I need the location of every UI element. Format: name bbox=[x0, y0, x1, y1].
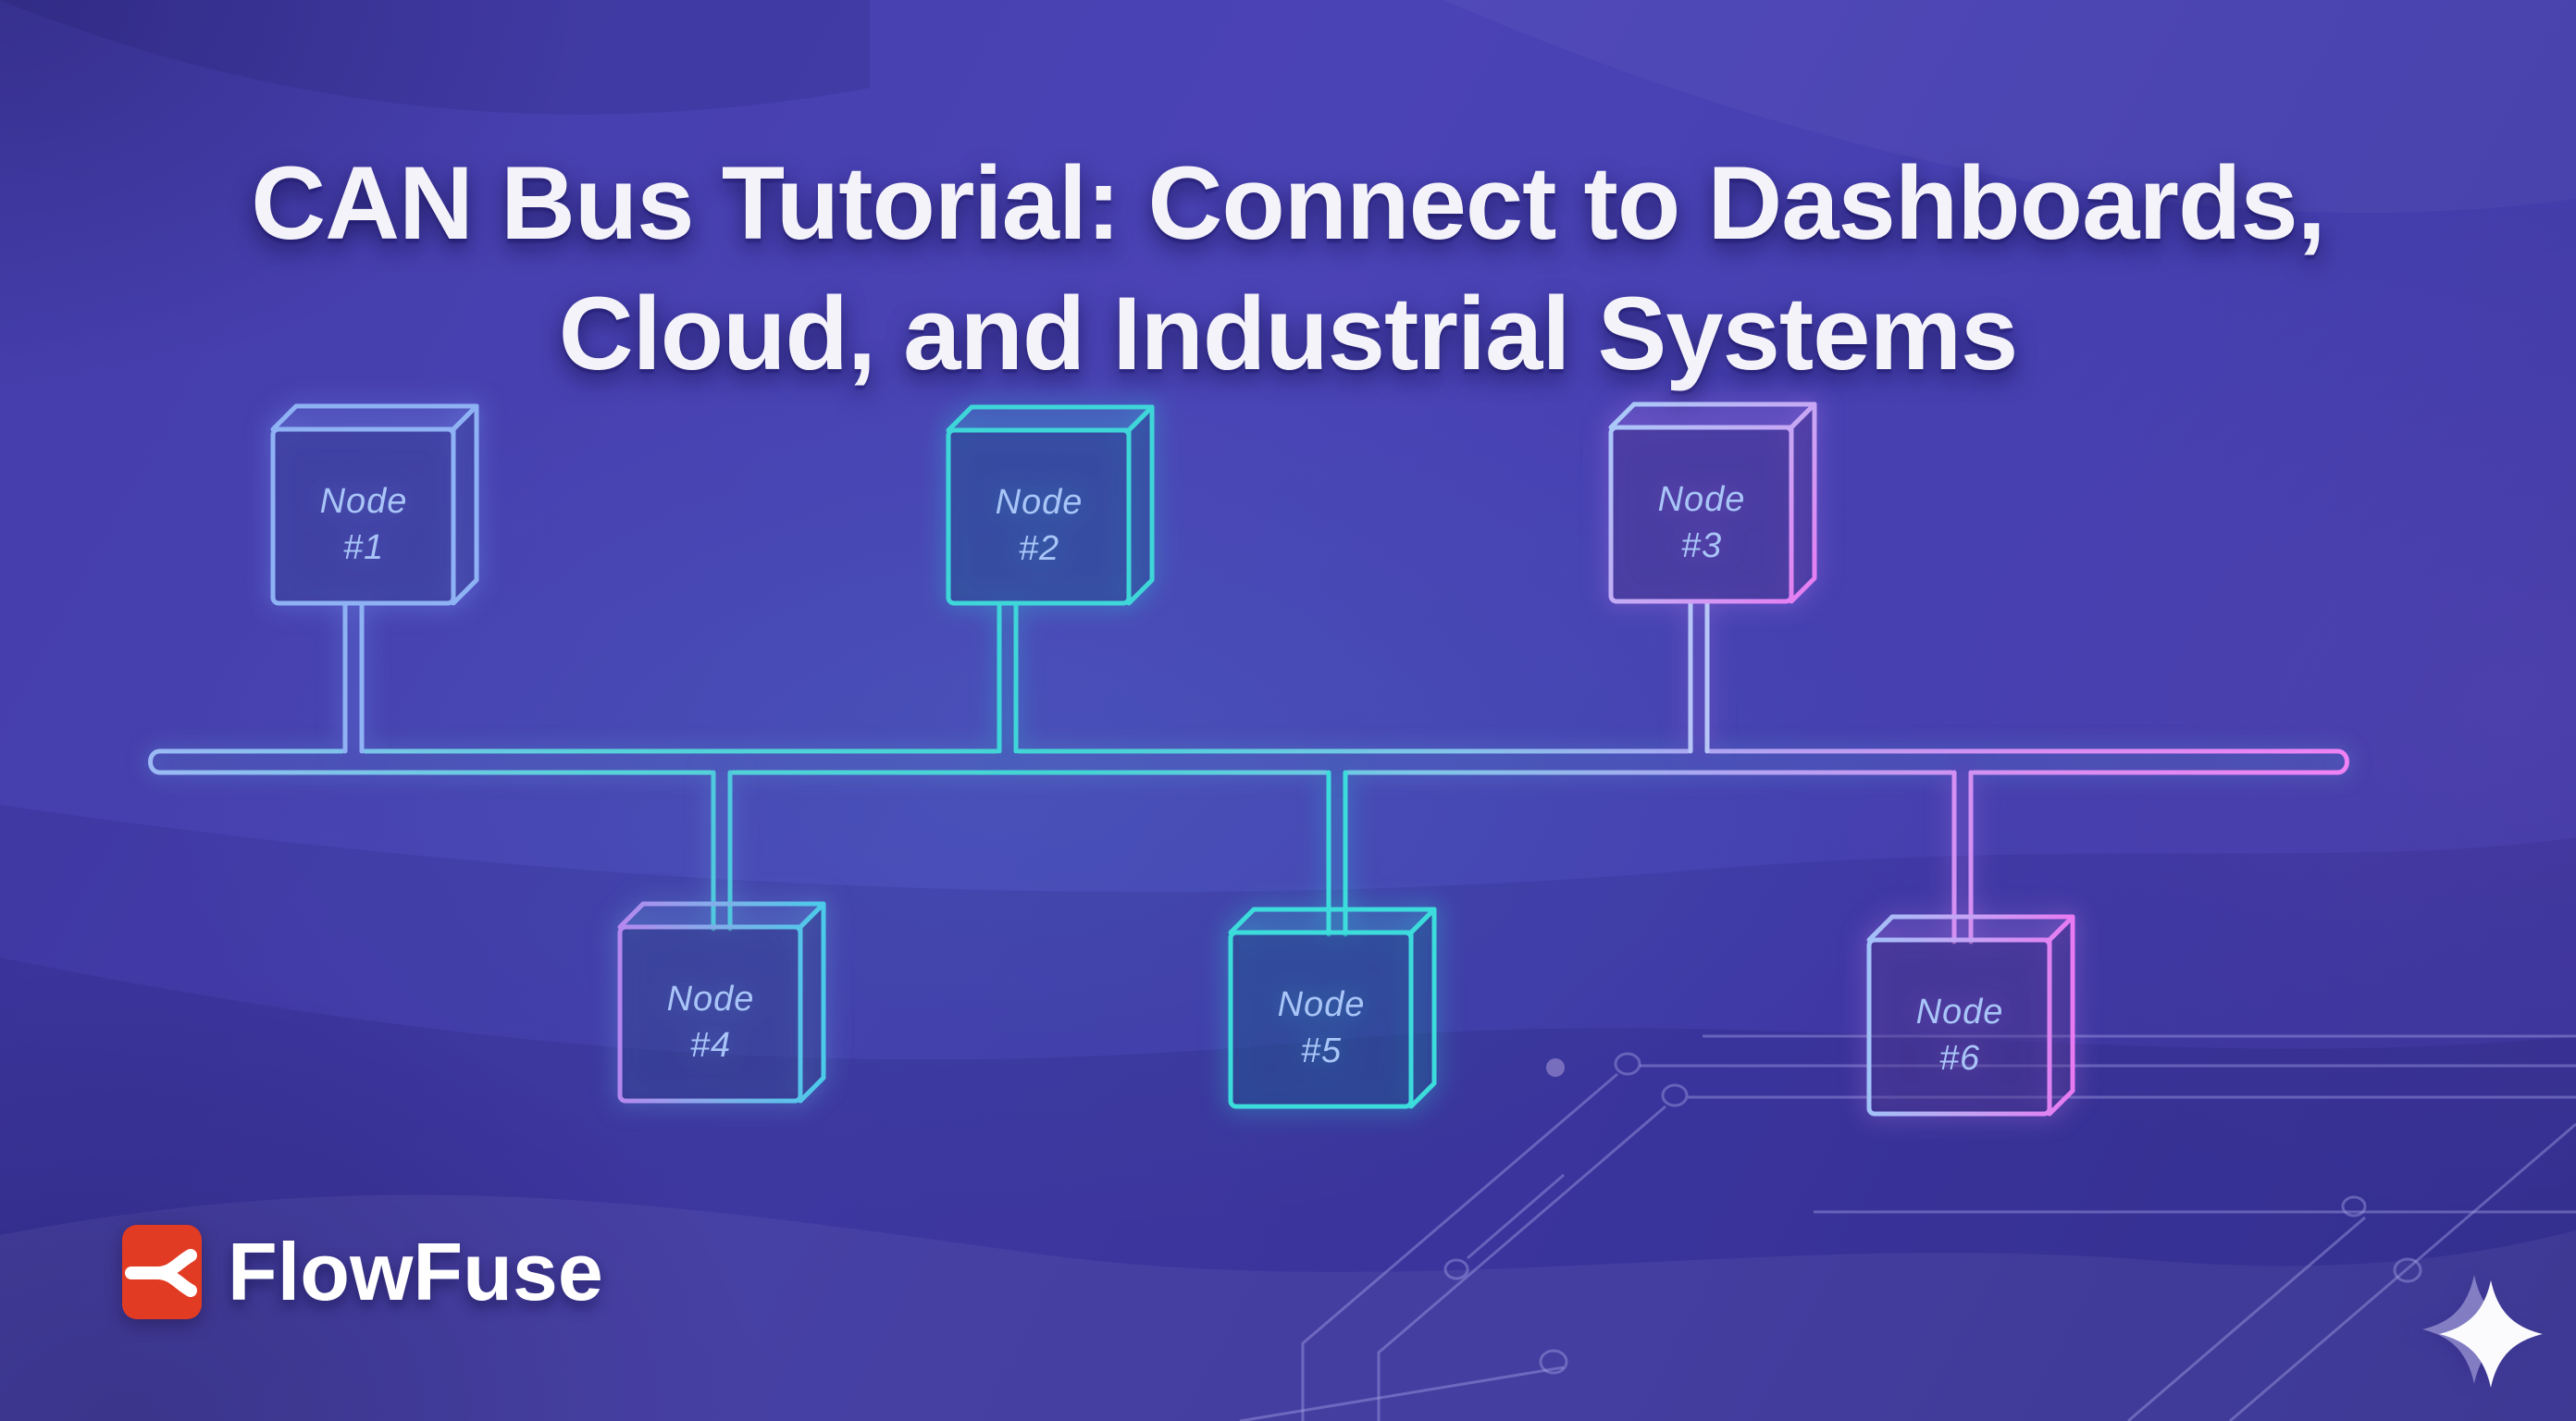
node-2-front-face bbox=[946, 427, 1132, 606]
node-5-top-face bbox=[1228, 907, 1437, 935]
title-line-1: CAN Bus Tutorial: Connect to Dashboards, bbox=[251, 145, 2326, 262]
node-4-top-face bbox=[617, 901, 826, 930]
node-5-id: #5 bbox=[1301, 1032, 1342, 1070]
node-box-5: Node #5 bbox=[1228, 770, 1437, 1109]
node-3-connector bbox=[1688, 599, 1710, 754]
node-1-connector bbox=[342, 600, 365, 754]
node-4-front-face bbox=[617, 924, 803, 1104]
node-2-top-face bbox=[946, 404, 1155, 433]
node-box-2: Node #2 bbox=[946, 404, 1155, 754]
node-1-id: #1 bbox=[343, 528, 384, 567]
node-box-4: Node #4 bbox=[617, 770, 826, 1104]
node-6-label: Node bbox=[1916, 993, 2004, 1032]
node-6-front-face bbox=[1866, 937, 2052, 1117]
node-box-1: Node #1 bbox=[270, 403, 479, 754]
node-6-side-face bbox=[2047, 914, 2075, 1117]
sparkle-icon bbox=[2422, 1275, 2543, 1388]
node-box-3: Node #3 bbox=[1608, 402, 1817, 754]
title-line-2: Cloud, and Industrial Systems bbox=[558, 276, 2019, 392]
node-5-label: Node bbox=[1278, 985, 1366, 1024]
node-3-side-face bbox=[1789, 402, 1817, 604]
node-1-front-face bbox=[270, 426, 456, 606]
bus-right-cap bbox=[2334, 748, 2349, 775]
flowfuse-branch-icon bbox=[122, 1225, 202, 1319]
node-6-id: #6 bbox=[1939, 1039, 1980, 1078]
node-2-connector bbox=[997, 600, 1019, 754]
page-title: CAN Bus Tutorial: Connect to Dashboards,… bbox=[0, 138, 2576, 399]
node-1-side-face bbox=[451, 403, 479, 606]
node-3-id: #3 bbox=[1681, 526, 1722, 565]
node-5-side-face bbox=[1408, 907, 1437, 1109]
node-4-label: Node bbox=[667, 980, 755, 1019]
node-6-connector bbox=[1951, 770, 1974, 945]
node-1-label: Node bbox=[320, 482, 408, 521]
brand-name: FlowFuse bbox=[228, 1226, 603, 1317]
node-box-6: Node #6 bbox=[1866, 770, 2075, 1117]
node-2-id: #2 bbox=[1019, 529, 1059, 568]
can-bus-line bbox=[148, 748, 2349, 775]
node-6-top-face bbox=[1866, 914, 2075, 943]
circuit-traces bbox=[1239, 1034, 2576, 1421]
bus-left-cap bbox=[148, 748, 163, 775]
node-4-side-face bbox=[798, 901, 826, 1104]
brand-logo: FlowFuse bbox=[122, 1223, 603, 1321]
node-4-id: #4 bbox=[690, 1026, 731, 1065]
node-2-side-face bbox=[1126, 404, 1155, 606]
node-3-top-face bbox=[1608, 402, 1817, 430]
node-1-top-face bbox=[270, 403, 479, 432]
node-3-front-face bbox=[1608, 425, 1794, 604]
node-3-label: Node bbox=[1658, 480, 1746, 519]
node-2-label: Node bbox=[996, 483, 1084, 522]
solder-dot bbox=[1546, 1058, 1565, 1077]
node-5-front-face bbox=[1228, 930, 1414, 1109]
